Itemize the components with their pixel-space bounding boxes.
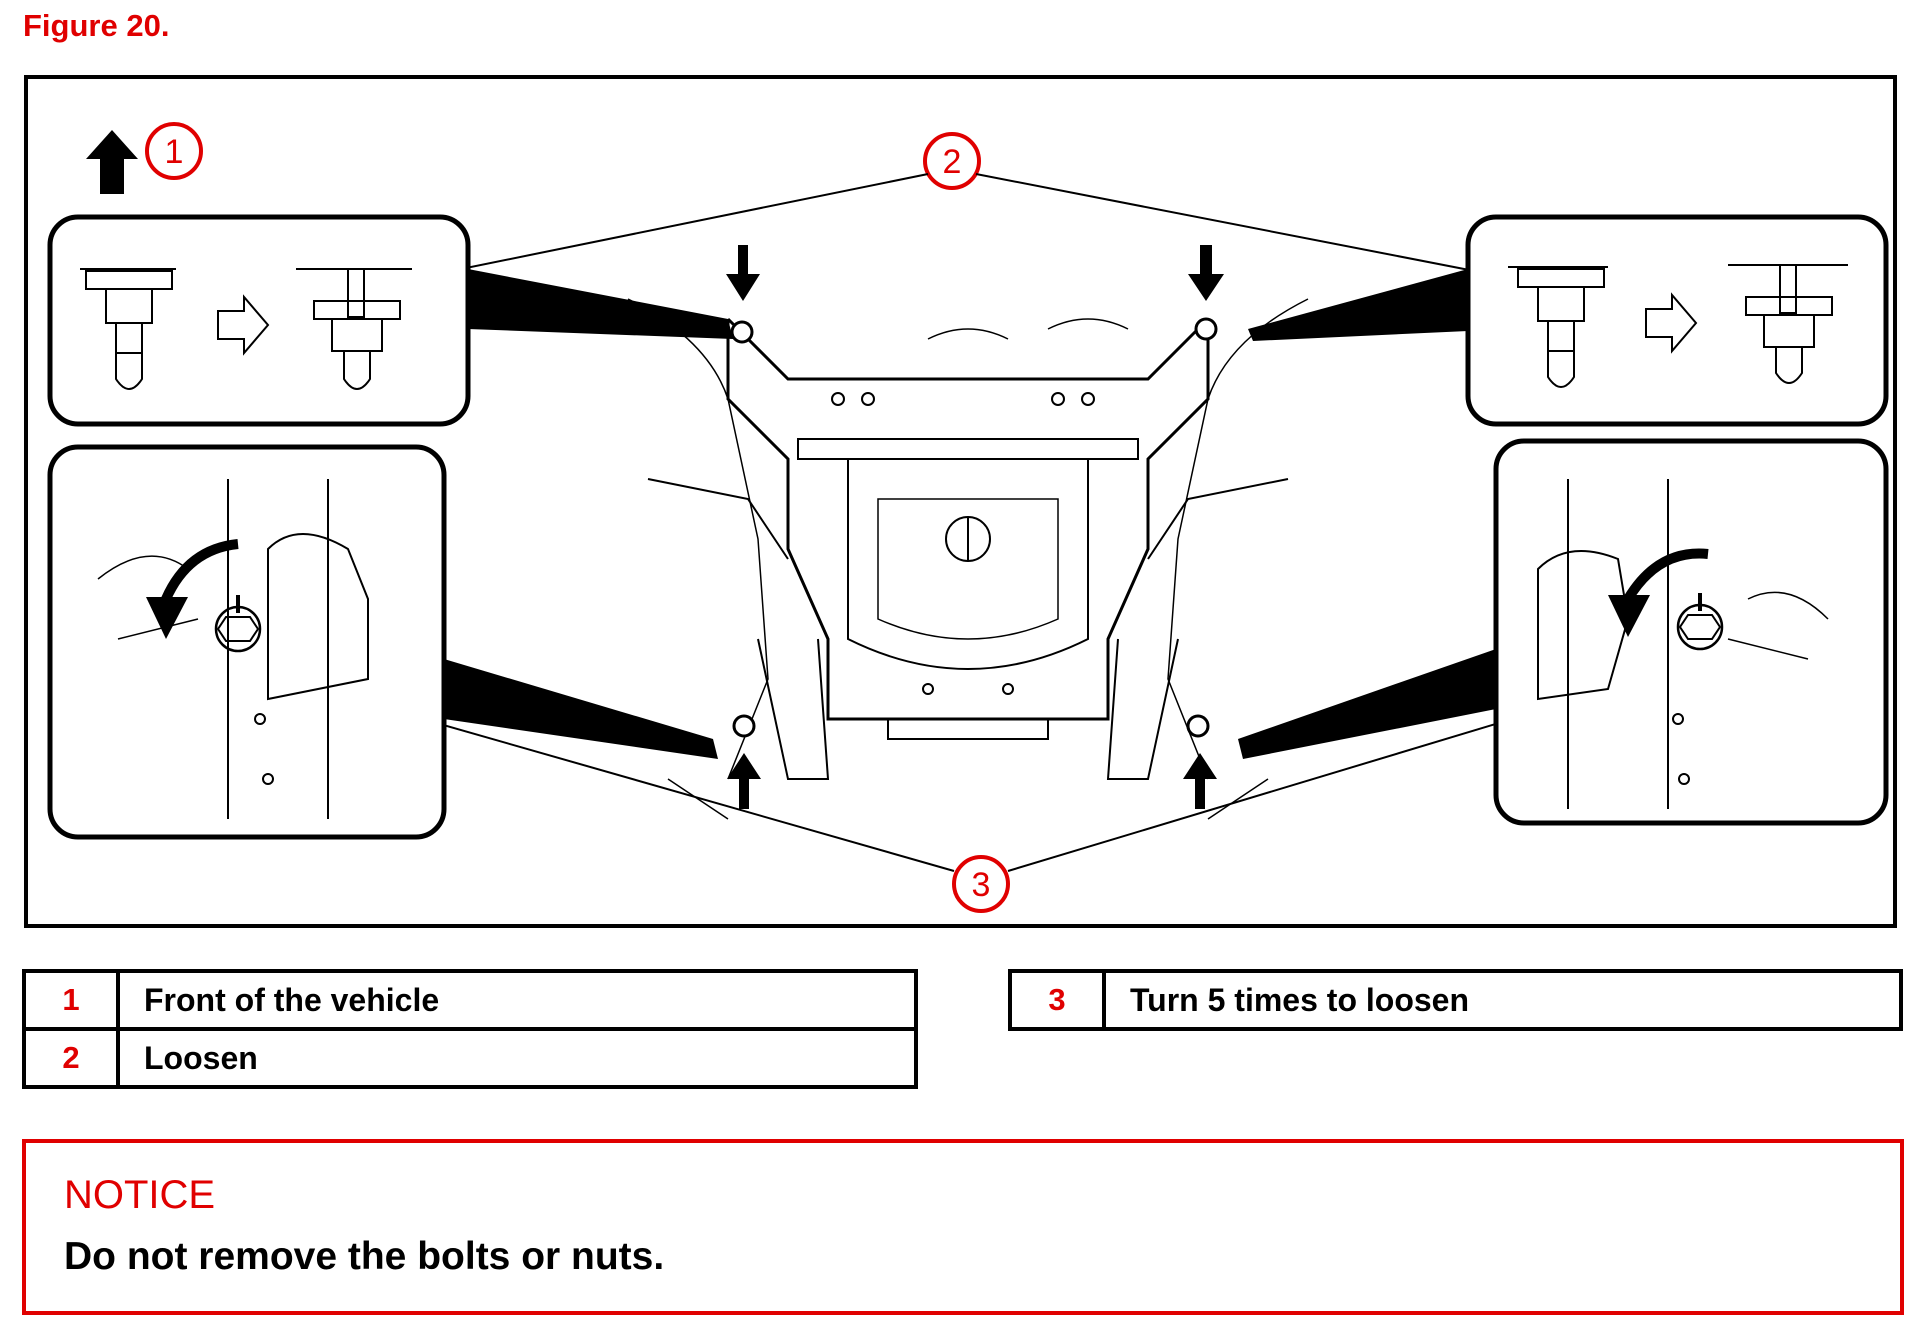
svg-text:1: 1 [165,133,184,171]
figure-title: Figure 20. [23,8,170,43]
inset-bottom-left [47,444,718,840]
down-arrow-icon [726,245,760,301]
legend-text: Front of the vehicle [116,969,918,1031]
legend-row: 2 Loosen [22,1027,918,1089]
nut-loose-icon [1728,264,1848,384]
up-arrow-icon [1183,753,1217,809]
nut-tight-icon [80,268,176,390]
svg-text:3: 3 [972,866,991,904]
rotate-ccw-arrow-icon [1608,548,1709,637]
notice-box: NOTICE Do not remove the bolts or nuts. [22,1139,1904,1315]
subframe-drawing [627,298,1309,820]
callout-1: 1 [145,122,203,180]
legend-row: 3 Turn 5 times to loosen [1008,969,1903,1031]
svg-text:2: 2 [943,143,962,181]
notice-title: NOTICE [64,1173,216,1217]
rotate-ccw-arrow-icon [146,539,239,639]
inset-top-left [47,214,733,427]
front-direction-arrow-icon [86,130,138,194]
legend-number: 1 [22,969,120,1031]
legend-number: 2 [22,1027,120,1089]
legend-number: 3 [1008,969,1106,1031]
down-arrow-icon [1188,245,1224,301]
inset-bottom-right [1238,438,1889,826]
nut-loose-icon [296,268,412,390]
up-arrow-icon [727,753,761,809]
notice-body: Do not remove the bolts or nuts. [64,1235,665,1278]
arrow-right-icon [217,294,270,356]
suspension-diagram: 1 2 3 [47,122,1889,913]
nut-tight-icon [1508,266,1608,388]
legend-row: 1 Front of the vehicle [22,969,918,1031]
legend-table-left: 1 Front of the vehicle 2 Loosen [22,969,918,1089]
callout-2: 2 [923,132,981,190]
legend-text: Turn 5 times to loosen [1102,969,1903,1031]
inset-top-right [1248,214,1889,427]
diagram-frame: 1 2 3 [24,75,1897,928]
legend-table-right: 3 Turn 5 times to loosen [1008,969,1903,1031]
legend-text: Loosen [116,1027,918,1089]
callout-3: 3 [952,855,1010,913]
arrow-right-icon [1645,292,1698,354]
